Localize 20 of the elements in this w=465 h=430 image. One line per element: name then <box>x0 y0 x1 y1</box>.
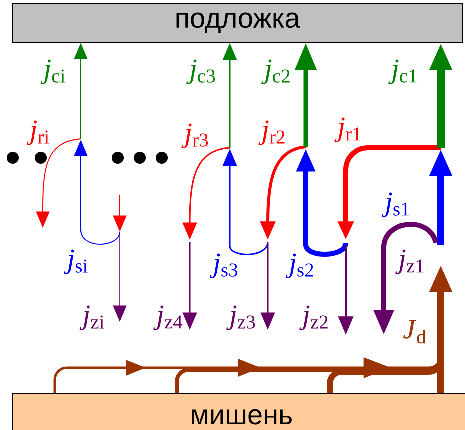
current-label: j$_{si}$ <box>64 250 88 274</box>
edge-label: j$_{ci}$ <box>40 60 66 84</box>
current-label: j$_{ri}$ <box>26 120 50 146</box>
edge-label: J$_{d}$ <box>404 320 426 344</box>
current-label: j$_{z4}$ <box>154 306 183 330</box>
current-label: j$_{r1}$ <box>334 118 361 142</box>
edge-label: j$_{c2}$ <box>262 60 290 84</box>
edge-label: j$_{c1}$ <box>388 60 417 84</box>
current-label: j$_{zi}$ <box>80 306 104 330</box>
substrate-box: подложка <box>12 3 464 44</box>
current-label: j$_{z3}$ <box>226 306 256 330</box>
edge-label: j$_{c3}$ <box>186 60 216 84</box>
current-label: j$_{s1}$ <box>382 192 410 218</box>
current-label: j$_{s3}$ <box>210 254 238 278</box>
current-label: j$_{r3}$ <box>182 124 208 148</box>
target-box: мишень <box>12 392 465 430</box>
current-label: j$_{s2}$ <box>286 254 314 278</box>
current-label: j$_{z1}$ <box>396 250 424 274</box>
current-label: j$_{r2}$ <box>258 120 285 146</box>
current-label: j$_{z2}$ <box>300 306 328 330</box>
